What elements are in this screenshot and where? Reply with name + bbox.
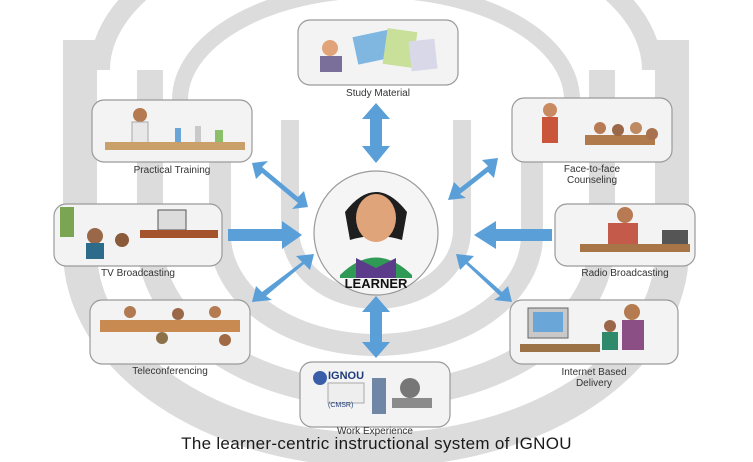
label-face-to-face: Face-to-face Counseling — [512, 164, 672, 186]
ignou-badge: IGNOU (CMSR) — [312, 366, 364, 409]
label-radio: Radio Broadcasting — [555, 268, 695, 279]
label-face-to-face-line1: Face-to-face — [563, 164, 621, 175]
label-tv-text: TV Broadcasting — [101, 268, 175, 279]
arrow-radio-broadcasting — [474, 221, 552, 249]
radio-illustration — [580, 207, 690, 252]
learner-top — [356, 258, 396, 278]
work-experience-illustration — [313, 371, 432, 414]
learner-node — [313, 170, 439, 296]
tv-illustration — [60, 207, 218, 259]
teleconferencing-illustration — [100, 306, 240, 346]
label-face-to-face-line2: Counseling — [566, 175, 618, 186]
label-internet-line2: Delivery — [575, 378, 613, 389]
label-internet-line1: Internet Based — [561, 367, 627, 378]
label-practical: Practical Training — [92, 165, 252, 176]
counseling-illustration — [542, 103, 658, 145]
label-work-experience: Work Experience — [300, 426, 450, 437]
arrows — [228, 103, 552, 358]
label-study-material: Study Material — [298, 88, 458, 99]
learner-label: LEARNER — [344, 276, 408, 291]
computer-illustration — [520, 304, 644, 352]
panel-practical — [91, 99, 253, 163]
learner-face — [356, 194, 396, 242]
arrow-tv-broadcasting — [228, 221, 302, 249]
label-radio-text: Radio Broadcasting — [581, 268, 669, 279]
arrow-study-material — [362, 103, 390, 163]
label-practical-text: Practical Training — [133, 165, 211, 176]
arrow-practical-training — [252, 161, 308, 209]
books-illustration — [320, 28, 438, 72]
illustrations — [60, 28, 690, 414]
label-teleconferencing: Teleconferencing — [90, 366, 250, 377]
label-work-experience-text: Work Experience — [337, 426, 413, 437]
label-internet: Internet Based Delivery — [510, 367, 678, 389]
ignou-badge-sub: (CMSR) — [328, 402, 354, 409]
ignou-badge-name: IGNOU — [328, 370, 365, 382]
label-teleconferencing-text: Teleconferencing — [132, 366, 208, 377]
arrow-internet-delivery — [456, 254, 512, 302]
arrow-work-experience — [362, 296, 390, 358]
label-study-material-text: Study Material — [346, 88, 410, 99]
diagram-caption: The learner-centric instructional system… — [181, 434, 572, 453]
arrow-teleconferencing — [252, 254, 314, 302]
arrow-face-to-face — [448, 158, 498, 200]
label-tv: TV Broadcasting — [54, 268, 222, 279]
lab-illustration — [105, 108, 245, 150]
